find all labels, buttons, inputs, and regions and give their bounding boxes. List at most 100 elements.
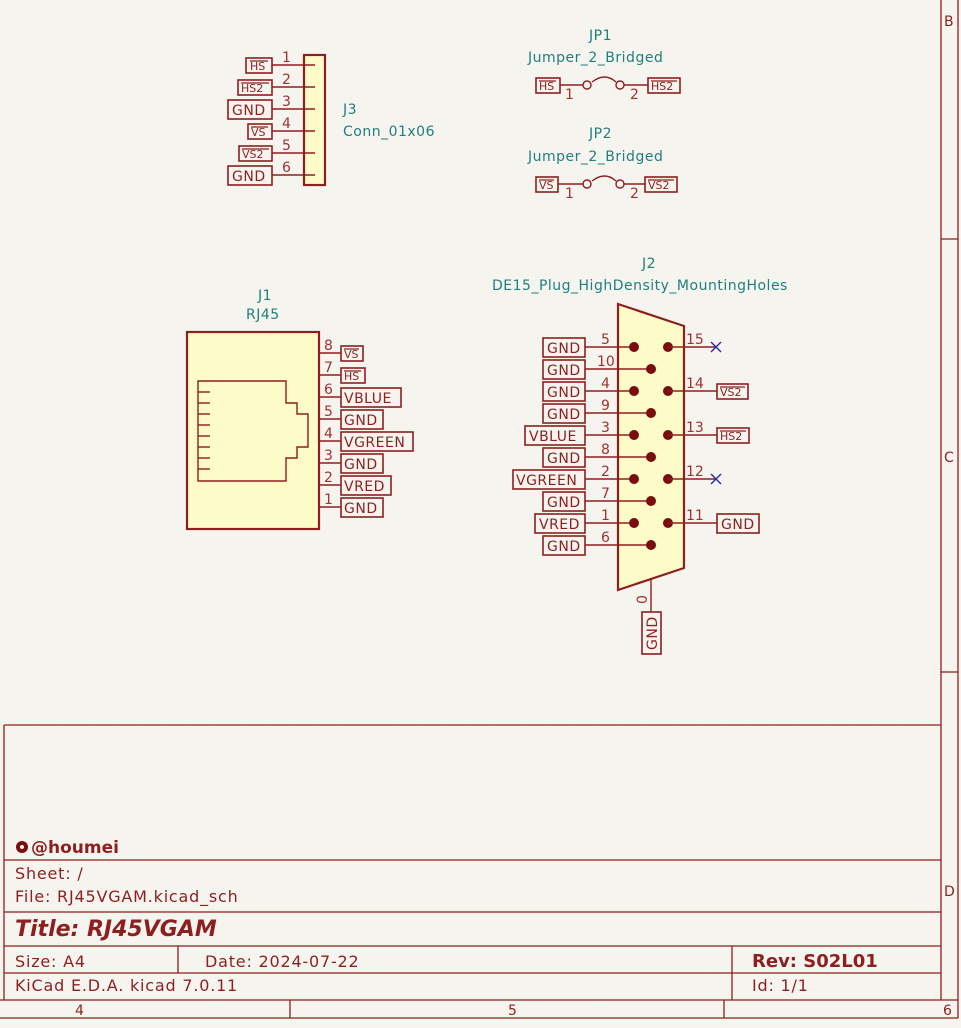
net-label: HS [344,370,359,383]
j1-pin-8[interactable]: 8 VS [319,338,364,362]
component-jp2[interactable]: JP2 Jumper_2_Bridged VS 1 2 VS2 [527,126,678,202]
net-label: VBLUE [529,429,577,445]
sheet-size: Size: A4 [15,952,86,971]
j2-pin-1[interactable]: 1 VRED [534,508,639,534]
net-label: GND [344,457,378,473]
j2-value: DE15_Plug_HighDensity_MountingHoles [492,278,788,294]
net-label: GND [547,363,581,379]
svg-text:7: 7 [601,486,610,502]
svg-text:4: 4 [282,116,291,132]
net-label: VS2 [242,148,264,161]
jp2-reference: JP2 [588,126,612,142]
j2-pin-10[interactable]: 10 GND [542,354,656,380]
j2-pin-15[interactable]: 15 [663,332,722,353]
j1-pin-1[interactable]: 1 GND [319,492,384,518]
j2-pin-2[interactable]: 2 VGREEN [512,464,639,490]
net-label: GND [645,616,661,650]
sheet-title: Title: RJ45VGAM [15,917,217,942]
net-label: GND [232,103,266,119]
j1-pin-4[interactable]: 4 VGREEN [319,426,414,452]
j1-pin-3[interactable]: 3 GND [319,448,384,474]
sheet-path: Sheet: / [15,864,84,883]
j1-pin-5[interactable]: 5 GND [319,404,384,430]
net-label: GND [547,451,581,467]
svg-text:3: 3 [282,94,291,110]
j2-pin-8[interactable]: 8 GND [542,442,656,468]
company-name: @houmei [31,838,119,858]
svg-text:6: 6 [282,160,291,176]
net-label: VGREEN [344,435,405,451]
j2-pin-0-shield[interactable]: 0 GND [635,580,662,655]
net-label: VS2 [648,179,670,192]
component-jp1[interactable]: JP1 Jumper_2_Bridged HS 1 2 HS2 [527,28,681,103]
j2-pin-14[interactable]: 14 VS2 [663,376,749,400]
net-label: HS [250,60,265,73]
svg-text:1: 1 [601,508,610,524]
net-label: VS2 [720,386,742,399]
component-j1[interactable]: J1 RJ45 8 VS 7 HS [185,288,414,531]
j3-pin-1[interactable]: 1 HS [245,50,315,74]
svg-text:5: 5 [282,138,291,154]
j1-pin-7[interactable]: 7 HS [319,360,366,384]
j2-pin-4[interactable]: 4 GND [542,376,639,402]
j3-reference: J3 [342,102,357,118]
svg-text:4: 4 [601,376,610,392]
net-label: HS [539,80,554,93]
net-label: GND [547,495,581,511]
zone-label-bottom: 4 [75,1003,84,1019]
company-logo-icon [16,841,28,853]
component-j2[interactable]: J2 DE15_Plug_HighDensity_MountingHoles 5… [492,256,788,655]
svg-text:15: 15 [686,332,704,348]
svg-text:3: 3 [601,420,610,436]
j2-pin-9[interactable]: 9 GND [542,398,656,424]
j2-pin-6[interactable]: 6 GND [542,530,656,556]
svg-text:6: 6 [601,530,610,546]
rj45-jack-icon [197,380,309,482]
net-label: GND [232,169,266,185]
svg-text:4: 4 [324,426,333,442]
zone-label-bottom: 6 [943,1003,952,1019]
zone-label-right: C [944,450,954,466]
sheet-date: Date: 2024-07-22 [205,952,360,971]
svg-text:7: 7 [324,360,333,376]
net-label: VS [251,126,266,139]
net-label: VS [539,179,554,192]
j3-pin-2[interactable]: 2 HS2 [237,72,315,96]
j1-pin-6[interactable]: 6 VBLUE [319,382,402,408]
j2-pin-7[interactable]: 7 GND [542,486,656,512]
j1-reference: J1 [257,288,272,304]
net-label: HS2 [720,430,742,443]
zone-label-right: D [944,884,955,900]
jp2-value: Jumper_2_Bridged [527,149,663,165]
j3-pin-5[interactable]: 5 VS2 [238,138,315,162]
svg-text:5: 5 [601,332,610,348]
net-label: GND [344,501,378,517]
svg-text:0: 0 [635,595,651,604]
j2-pin-5[interactable]: 5 GND [542,332,639,358]
svg-text:8: 8 [324,338,333,354]
sheet-id: Id: 1/1 [752,976,809,995]
component-j3[interactable]: J3 Conn_01x06 1 HS 2 HS2 3 GND 4 [227,50,435,187]
j2-pin-11[interactable]: 11 GND [663,508,760,534]
svg-text:1: 1 [565,186,574,202]
net-label: HS2 [241,82,263,95]
j3-pin-4[interactable]: 4 VS [247,116,315,140]
j2-pin-13[interactable]: 13 HS2 [663,420,750,444]
j3-pin-3[interactable]: 3 GND [227,94,315,120]
svg-text:14: 14 [686,376,704,392]
j2-pin-3[interactable]: 3 VBLUE [524,420,639,446]
title-block: @houmei Sheet: / File: RJ45VGAM.kicad_sc… [3,724,941,1000]
net-label: VGREEN [516,473,577,489]
svg-text:12: 12 [686,464,704,480]
net-label: GND [547,385,581,401]
j1-pin-2[interactable]: 2 VRED [319,470,392,496]
j2-pin-12[interactable]: 12 [663,464,722,485]
svg-text:13: 13 [686,420,704,436]
kicad-version: KiCad E.D.A. kicad 7.0.11 [15,976,238,995]
svg-text:2: 2 [630,186,639,202]
j1-value: RJ45 [246,307,280,323]
j3-pin-6[interactable]: 6 GND [227,160,315,186]
jp1-value: Jumper_2_Bridged [527,50,663,66]
